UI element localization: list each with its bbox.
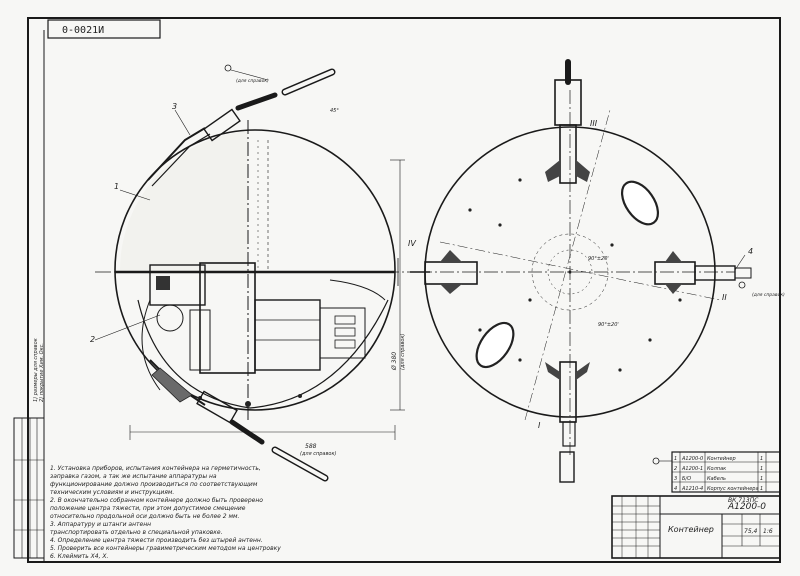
ref-note-right: (для справок) [752, 292, 785, 298]
note-line-5: 2. В окончательно собранном контейнере д… [50, 497, 263, 504]
mount-left [424, 250, 478, 294]
angle-center: 90°±20' [588, 256, 609, 262]
bolt-holes [468, 178, 682, 372]
note-line-12: 6. Клеймить Х4, Х. [50, 553, 109, 560]
drawing-title: Контейнер [668, 525, 714, 534]
spec-pos-3: 3 [674, 476, 677, 482]
technical-notes: 1. Установка приборов, испытания контейн… [50, 465, 281, 560]
mount-right [654, 251, 752, 294]
note-line-11: 5. Проверить все контейнеры гравиметриче… [50, 545, 281, 552]
roman-II: II [722, 293, 727, 302]
dim-width-note: (для справок) [300, 451, 336, 457]
note-line-6: положение центра тяжести, при этом допус… [50, 505, 246, 512]
angle-lower: 90°±20' [598, 322, 619, 328]
drawing-number: А1200-0 [727, 502, 766, 512]
callout-2: 2 [90, 335, 95, 344]
spec-pos-2: 2 [674, 466, 677, 472]
mount-bottom [545, 361, 590, 483]
round-sensor [156, 304, 184, 332]
stamp-box: 0-0021И [47, 19, 161, 39]
side-notes: 1) размеры для справок 2) покрытие Хим. … [33, 338, 45, 402]
spec-des-4: А1210-4 [681, 486, 703, 492]
spec-des-1: А1200-0 [681, 456, 703, 462]
note-line-7: относительно продольной оси должно быть … [50, 513, 240, 520]
plan-view: IV III II I 90°±20' 90°±20' 4 (для справ… [408, 59, 785, 483]
spec-qty-3: 1 [760, 476, 763, 482]
side-note-1: 1) размеры для справок [33, 338, 39, 402]
ref-note-top: (для справок) [236, 78, 269, 84]
title-block: А1200-0 ВК 713ПС Контейнер 75,4 1:6 [611, 495, 781, 559]
spec-qty-1: 1 [760, 456, 763, 462]
spec-pos-1: 1 [674, 456, 677, 462]
spec-name-2: Колпак [707, 466, 726, 472]
side-section-view: Ø 380 (для справок) 588 (для справок) (д… [90, 64, 430, 482]
roman-III: III [590, 119, 598, 128]
instrument-block-left [149, 264, 206, 306]
container-outline [114, 129, 396, 411]
specification-table: 1 А1200-0 Контейнер 1 2 А1200-1 Колпак 1… [652, 451, 781, 493]
dim-width: 588 [305, 443, 317, 450]
dim-height-note: (для справок) [400, 334, 406, 370]
callout-4: 4 [748, 247, 753, 256]
mass-value: 75,4 [744, 528, 758, 535]
mount-top [545, 59, 590, 184]
spec-pos-4: 4 [674, 486, 677, 492]
side-note-2: 2) покрытие Хим. Окс. [39, 343, 45, 402]
spec-name-4: Корпус контейнера [707, 486, 759, 492]
note-line-9: транспортировать отдельно в специальной … [50, 529, 223, 536]
spec-des-3: Б/О [682, 476, 691, 482]
roman-I: I [538, 421, 541, 430]
roman-IV: IV [408, 239, 416, 248]
note-line-10: 4. Определение центра тяжести производит… [50, 537, 263, 544]
spec-name-3: Кабель [707, 476, 726, 482]
note-line-4: техническим условиям и инструкциям. [50, 489, 174, 496]
outer-frame [27, 17, 781, 563]
antenna-upper [147, 68, 336, 187]
note-line-8: 3. Аппаратуру и штанги антенн [50, 521, 151, 528]
note-line-1: 1. Установка приборов, испытания контейн… [50, 465, 261, 472]
note-line-2: заправка газом, а так же испытание аппар… [50, 473, 217, 480]
stamp-code: 0-0021И [62, 25, 104, 36]
section-code: ВК 713ПС [728, 497, 759, 504]
spec-qty-2: 1 [760, 466, 763, 472]
note-line-3: функционирование должно производиться по… [50, 481, 258, 488]
spec-qty-4: 1 [760, 486, 763, 492]
left-side-table [13, 417, 45, 559]
scale-value: 1:6 [763, 528, 773, 535]
spec-des-2: А1200-1 [681, 466, 703, 472]
instrument-dark-square [156, 276, 170, 290]
angle-label-left: 45° [330, 108, 339, 114]
window-upper-right [620, 180, 660, 226]
window-lower-left [475, 321, 515, 369]
callout-3: 3 [172, 102, 177, 111]
callout-1: 1 [114, 182, 119, 191]
spec-name-1: Контейнер [707, 456, 736, 462]
dim-height: Ø 380 [391, 352, 398, 371]
